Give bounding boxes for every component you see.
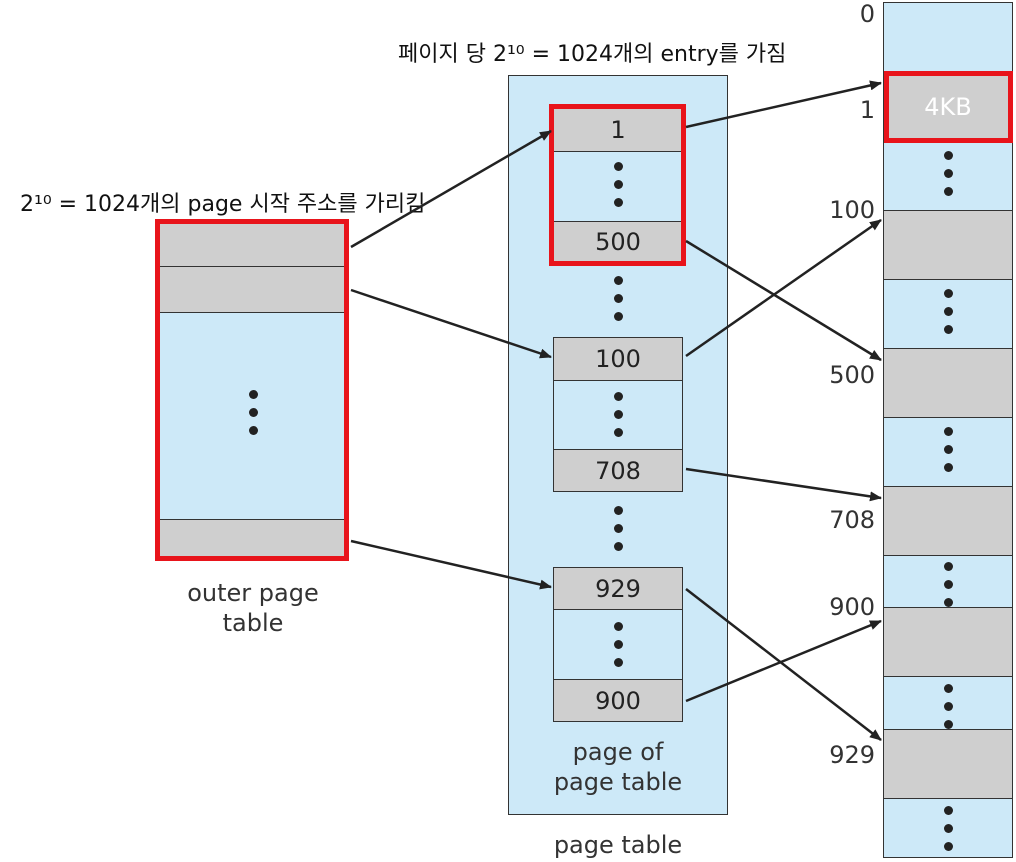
memory-label-500: 500 (829, 361, 875, 389)
memory-frame-900 (883, 607, 1013, 677)
arrow-outer1-to-block1 (350, 129, 552, 249)
outer-table-label-line2: table (222, 609, 284, 637)
memory-ellipsis-1 (943, 151, 953, 205)
outer-table-label: outer page table (150, 578, 356, 638)
page-of-page-table-line1: page of (572, 738, 664, 766)
arrow-entry900-to-frame900 (685, 619, 882, 703)
page-block-1-ellipsis (613, 162, 623, 216)
outer-note: 2¹⁰ = 1024개의 page 시작 주소를 가리킴 (20, 192, 426, 217)
arrow-entry929-to-frame929 (685, 588, 882, 741)
inner-note: 페이지 당 2¹⁰ = 1024개의 entry를 가짐 (398, 42, 787, 67)
memory-ellipsis-6 (943, 806, 953, 860)
memory-frame-500 (883, 348, 1013, 418)
entry-1: 1 (553, 108, 683, 152)
page-block-2-ellipsis (613, 392, 623, 446)
memory-frame-4kb: 4KB (883, 72, 1013, 142)
memory-frame-708 (883, 486, 1013, 556)
arrow-outer2-to-block2 (350, 288, 552, 359)
memory-ellipsis-4 (943, 562, 953, 616)
page-table-ellipsis-2 (613, 506, 623, 560)
outer-table-highlight (155, 219, 349, 561)
arrow-entry500-to-frame500 (685, 239, 882, 362)
memory-frame-100 (883, 210, 1013, 280)
memory-ellipsis-2 (943, 289, 953, 343)
arrow-entry708-to-frame708 (685, 467, 882, 502)
entry-900: 900 (553, 679, 683, 722)
arrow-entry1-to-frame1 (685, 80, 882, 129)
memory-label-929: 929 (829, 741, 875, 769)
memory-label-1: 1 (859, 96, 875, 124)
entry-929: 929 (553, 567, 683, 610)
entry-500: 500 (553, 221, 683, 263)
memory-label-100: 100 (829, 196, 875, 224)
entry-708: 708 (553, 449, 683, 492)
memory-ellipsis-5 (943, 684, 953, 738)
memory-label-0: 0 (859, 0, 875, 28)
outer-ellipsis (248, 390, 258, 444)
memory-frame-929 (883, 729, 1013, 799)
memory-ellipsis-3 (943, 427, 953, 481)
page-of-page-table-label: page of page table (518, 737, 718, 797)
entry-100: 100 (553, 337, 683, 381)
arrow-outerlast-to-block3 (350, 539, 552, 590)
memory-label-708: 708 (829, 506, 875, 534)
page-table-caption: page table (553, 831, 683, 859)
page-block-3-ellipsis (613, 622, 623, 676)
memory-frame-highlight (884, 71, 1013, 143)
outer-table-label-line1: outer page (187, 579, 319, 607)
arrow-entry100-to-frame100 (685, 218, 882, 358)
page-table-ellipsis-1 (613, 276, 623, 330)
page-of-page-table-line2: page table (553, 768, 683, 796)
page-block-1-highlight (549, 104, 686, 266)
memory-label-900: 900 (829, 593, 875, 621)
